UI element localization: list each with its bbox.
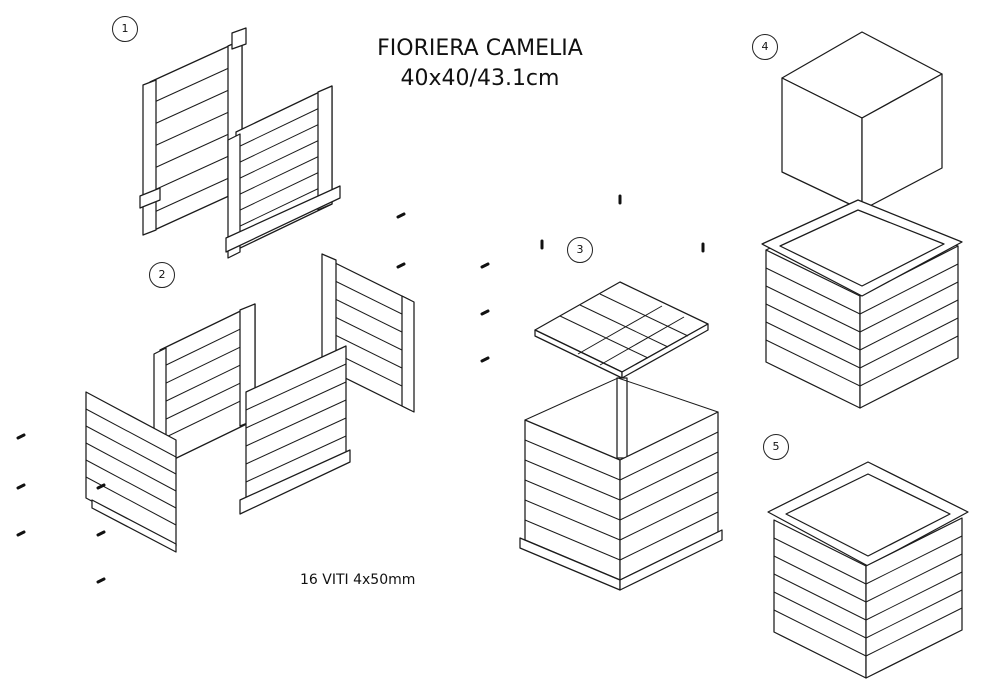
screw — [16, 483, 26, 490]
step-1-front-panel — [225, 85, 341, 259]
step-3-label: 3 — [567, 237, 593, 263]
screw — [396, 212, 406, 219]
screw — [480, 262, 490, 269]
step-4-box — [761, 31, 963, 409]
step-1-label: 1 — [112, 16, 138, 42]
screw — [480, 356, 490, 363]
screws-note: 16 VITI 4x50mm — [300, 572, 416, 588]
screw — [96, 530, 106, 537]
screw — [396, 262, 406, 269]
step-3-box — [519, 281, 723, 591]
title-dimensions: 40x40/43.1cm — [400, 65, 560, 91]
step-5-label: 5 — [763, 434, 789, 460]
step-2-front-left-panel — [85, 391, 177, 553]
step-5-finished-planter — [767, 461, 969, 679]
screw — [480, 309, 490, 316]
step-1-panels — [139, 27, 341, 259]
step-2-front-right-panel — [239, 345, 351, 515]
screws — [16, 194, 705, 584]
step-4-planter-box — [761, 199, 963, 409]
step-3-center-post — [616, 377, 628, 459]
screw — [96, 577, 106, 584]
step-3-planter-box — [519, 377, 723, 591]
step-2-panels — [85, 253, 415, 553]
step-4-label: 4 — [752, 34, 778, 60]
screw — [16, 530, 26, 537]
step-2-label: 2 — [149, 262, 175, 288]
screw — [16, 433, 26, 440]
title-product-name: FIORIERA CAMELIA — [377, 36, 583, 61]
step-3-bottom-slats — [534, 281, 709, 379]
diagram-title: FIORIERA CAMELIA 40x40/43.1cm — [330, 34, 630, 93]
step-4-liner — [781, 31, 943, 211]
screw — [96, 483, 106, 490]
